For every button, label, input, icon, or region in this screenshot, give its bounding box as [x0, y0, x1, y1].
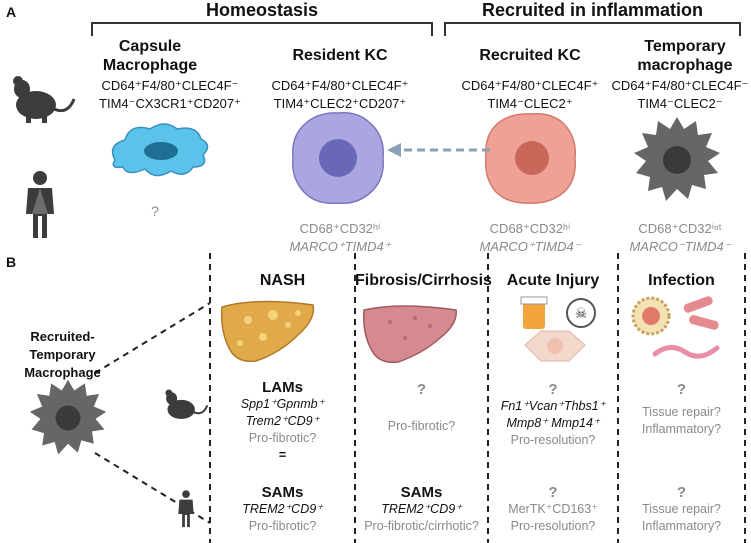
infection-human-function-1: Tissue repair?	[642, 502, 721, 516]
infection-mouse-function-1: Tissue repair?	[642, 405, 721, 419]
resident-kc-cell	[291, 111, 384, 205]
nash-liver-image	[220, 300, 315, 363]
nash-sams: SAMs	[261, 484, 304, 501]
temporary-marker-line1: CD64⁺F4/80⁺CLEC4F⁻	[611, 78, 749, 93]
resident-mouse-markers: CD64⁺F4/80⁺CLEC4F⁺ TIM4⁺CLEC2⁺CD207⁺	[255, 77, 425, 113]
panel-b-dividers	[94, 253, 746, 543]
header-brackets	[91, 22, 741, 36]
recruited-kc-title: Recruited KC	[479, 47, 581, 64]
infection-title: Infection	[648, 272, 715, 289]
temporary-macrophage-cell	[634, 117, 720, 201]
recruited-human-line2: MARCO⁺TIMD4⁻	[479, 239, 581, 254]
fibrosis-title: Fibrosis/Cirrhosis	[355, 272, 492, 289]
resident-marker-line2: TIM4⁺CLEC2⁺CD207⁺	[273, 96, 407, 111]
fibrosis-liver-image	[362, 305, 457, 364]
fibrosis-human-markers: TREM2⁺CD9⁺	[381, 502, 462, 516]
fibrosis-human-function: Pro-fibrotic/cirrhotic?	[364, 519, 479, 533]
fibrosis-sams: SAMs	[400, 484, 443, 501]
resident-kc-title: Resident KC	[292, 47, 388, 64]
recruitment-arrow	[387, 143, 490, 157]
temporary-title-line2: macrophage	[637, 57, 733, 74]
temporary-marker-line2: TIM4⁻CLEC2⁻	[637, 96, 723, 111]
temporary-mouse-markers: CD64⁺F4/80⁺CLEC4F⁻ TIM4⁻CLEC2⁻	[605, 77, 751, 113]
acute-human-function: Pro-resolution?	[510, 519, 596, 533]
mouse-icon	[13, 76, 76, 123]
nash-title: NASH	[259, 272, 306, 289]
temporary-macrophage-cell-b	[29, 379, 107, 455]
nash-mouse-markers-1: Spp1⁺Gpnmb⁺	[240, 397, 325, 411]
nash-human-markers: TREM2⁺CD9⁺	[242, 502, 323, 516]
recruited-human-markers: CD68⁺CD32ʰⁱ MARCO⁺TIMD4⁻	[445, 220, 615, 256]
capsule-human-marker: ?	[151, 203, 159, 219]
panel-b-letter: B	[6, 254, 17, 270]
infection-mouse-question: ?	[676, 381, 687, 398]
resident-human-markers: CD68⁺CD32ʰⁱ MARCO⁺TIMD4⁺	[255, 220, 425, 256]
left-label-line1: Recruited-Temporary	[29, 329, 96, 362]
header-homeostasis: Homeostasis	[205, 0, 319, 20]
temporary-human-line1: CD68⁺CD32ⁱⁿᵗ	[638, 221, 722, 236]
infection-human-question: ?	[676, 484, 687, 501]
capsule-title-line2: Macrophage	[102, 57, 198, 74]
infection-mouse-function-2: Inflammatory?	[641, 422, 722, 436]
fibrosis-mouse-function: Pro-fibrotic?	[387, 419, 456, 433]
infection-image	[631, 296, 720, 359]
capsule-mouse-markers: CD64⁺F4/80⁺CLEC4F⁻ TIM4⁻CX3CR1⁺CD207⁺	[85, 77, 255, 113]
temporary-human-line2: MARCO⁻TIMD4⁻	[629, 239, 731, 254]
panel-a-letter: A	[6, 4, 17, 20]
capsule-marker-line2: TIM4⁻CX3CR1⁺CD207⁺	[99, 96, 241, 111]
human-icon-b	[178, 490, 194, 528]
nash-mouse-markers-2: Trem2⁺CD9⁺	[245, 414, 320, 428]
recruited-human-line1: CD68⁺CD32ʰⁱ	[489, 221, 571, 236]
recruited-marker-line2: TIM4⁻CLEC2⁺	[487, 96, 573, 111]
fibrosis-mouse-question: ?	[416, 381, 427, 398]
nash-human-text: SAMs TREM2⁺CD9⁺ Pro-fibrotic?	[210, 484, 355, 535]
nash-mouse-function: Pro-fibrotic?	[248, 431, 317, 445]
acute-human-text: ? MerTK⁺CD163⁺ Pro-resolution?	[488, 484, 618, 535]
acute-injury-image: ☠	[520, 296, 596, 362]
left-label-line2: Macrophage	[24, 365, 101, 380]
acute-mouse-question: ?	[548, 381, 558, 398]
nash-lams: LAMs	[262, 379, 303, 396]
header-recruited: Recruited in inflammation	[481, 0, 704, 20]
capsule-marker-line1: CD64⁺F4/80⁺CLEC4F⁻	[101, 78, 239, 93]
svg-text:☠: ☠	[575, 306, 588, 322]
temporary-title: Temporary macrophage	[620, 37, 750, 75]
mouse-icon-b	[165, 389, 209, 420]
acute-human-question: ?	[548, 484, 558, 501]
temporary-title-line1: Temporary	[644, 38, 726, 55]
acute-mouse-text: ? Fn1⁺Vcan⁺Thbs1⁺ Mmp8⁺ Mmp14⁺ Pro-resol…	[488, 381, 618, 449]
acute-mouse-markers-1: Fn1⁺Vcan⁺Thbs1⁺	[500, 399, 606, 413]
acute-human-markers: MerTK⁺CD163⁺	[508, 502, 598, 516]
resident-human-line2: MARCO⁺TIMD4⁺	[289, 239, 391, 254]
acute-injury-title: Acute Injury	[506, 272, 600, 289]
infection-human-function-2: Inflammatory?	[641, 519, 722, 533]
temporary-human-markers: CD68⁺CD32ⁱⁿᵗ MARCO⁻TIMD4⁻	[605, 220, 751, 256]
recruited-mouse-markers: CD64⁺F4/80⁺CLEC4F⁺ TIM4⁻CLEC2⁺	[445, 77, 615, 113]
nash-human-function: Pro-fibrotic?	[248, 519, 317, 533]
fibrosis-mouse-text: ? Pro-fibrotic?	[355, 381, 488, 435]
recruited-marker-line1: CD64⁺F4/80⁺CLEC4F⁺	[461, 78, 599, 93]
acute-mouse-function: Pro-resolution?	[510, 433, 596, 447]
human-icon	[26, 171, 54, 238]
infection-human-text: ? Tissue repair? Inflammatory?	[618, 484, 745, 535]
resident-marker-line1: CD64⁺F4/80⁺CLEC4F⁺	[271, 78, 409, 93]
recruited-temporary-label: Recruited-Temporary Macrophage	[0, 328, 125, 382]
capsule-title-line1: Capsule	[118, 38, 182, 55]
capsule-title: Capsule Macrophage	[90, 37, 210, 75]
fibrosis-human-text: SAMs TREM2⁺CD9⁺ Pro-fibrotic/cirrhotic?	[355, 484, 488, 535]
infection-mouse-text: ? Tissue repair? Inflammatory?	[618, 381, 745, 438]
acute-mouse-markers-2: Mmp8⁺ Mmp14⁺	[506, 416, 600, 430]
recruited-kc-cell	[484, 112, 577, 204]
capsule-macrophage-cell	[111, 123, 209, 177]
nash-equals: =	[278, 448, 287, 462]
nash-mouse-text: LAMs Spp1⁺Gpnmb⁺ Trem2⁺CD9⁺ Pro-fibrotic…	[210, 379, 355, 464]
resident-human-line1: CD68⁺CD32ʰⁱ	[299, 221, 381, 236]
